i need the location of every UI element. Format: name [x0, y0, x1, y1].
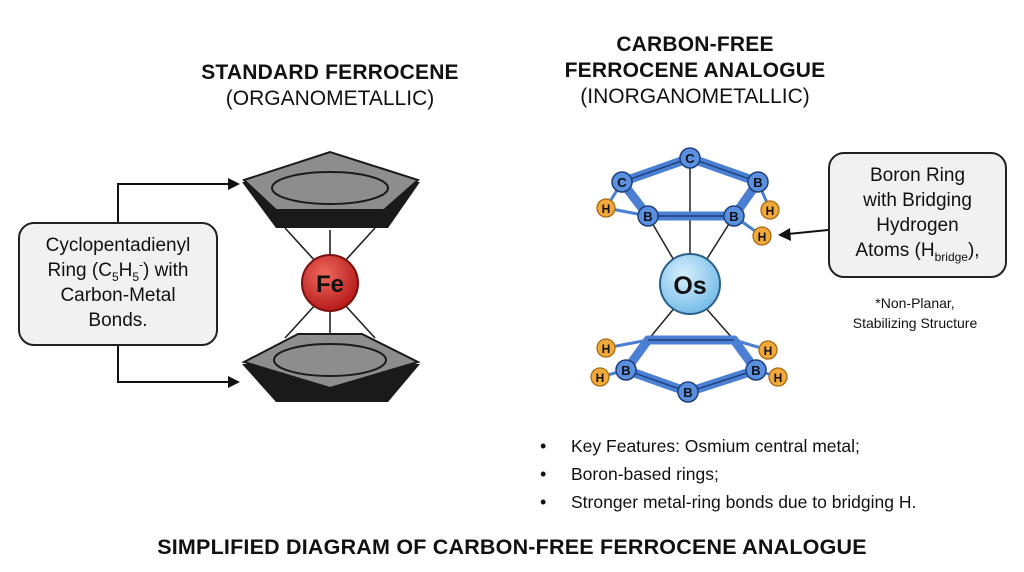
- formula-subscript: 5: [111, 269, 119, 284]
- boron-label: B: [729, 209, 738, 224]
- feature-item: Boron-based rings;: [540, 460, 1010, 488]
- hydrogen-label: H: [596, 371, 605, 385]
- boron-callout-arrow: [787, 229, 829, 235]
- heading-title: STANDARD FERROCENE: [201, 61, 459, 84]
- callout-arrows: [117, 183, 230, 383]
- boron-atom: [745, 359, 767, 381]
- note-line: *Non-Planar,: [875, 295, 955, 311]
- carbon-label: C: [617, 175, 627, 190]
- heading-title-line2: FERROCENE ANALOGUE: [564, 59, 826, 82]
- hydrogen-label: H: [602, 342, 611, 356]
- boron-ring-callout: Boron Ring with Bridging Hydrogen Atoms …: [828, 152, 1007, 278]
- carbon-free-analogue-heading: CARBON-FREE FERROCENE ANALOGUE (INORGANO…: [510, 32, 880, 110]
- callout-text: ),: [967, 240, 980, 261]
- boron-atom: [747, 171, 769, 193]
- callout-formula-line: Ring (C5H5-) with: [20, 258, 216, 283]
- hydrogen-atom: [596, 198, 616, 218]
- iron-label: Fe: [316, 271, 344, 298]
- hydrogen-label: H: [766, 204, 775, 218]
- heading-title-line1: CARBON-FREE: [616, 33, 774, 56]
- top-ring-atoms: C C B B B: [611, 147, 769, 227]
- callout-text: ) with: [143, 260, 189, 281]
- callout-line: with Bridging: [863, 190, 972, 211]
- callout-line: Hydrogen: [876, 215, 959, 236]
- callout-text: Atoms (H: [855, 240, 935, 261]
- callout-line: Carbon-Metal: [60, 285, 176, 306]
- callout-text: H: [118, 260, 133, 281]
- heading-subtitle: (ORGANOMETALLIC): [225, 87, 435, 110]
- carbon-label: C: [685, 151, 695, 166]
- formula-subscript: bridge: [934, 249, 968, 264]
- hydrogen-atom: [758, 340, 778, 360]
- boron-atom: [723, 205, 745, 227]
- boron-label: B: [643, 209, 652, 224]
- arrow-to-top-ring: [117, 183, 230, 222]
- hydrogen-atom: [760, 200, 780, 220]
- hydrogen-label: H: [602, 202, 611, 216]
- hydrogen-atoms: H H H H H H H: [590, 198, 788, 387]
- callout-formula-line: Atoms (Hbridge),: [830, 238, 1005, 263]
- callout-text: Ring (C: [47, 260, 112, 281]
- boron-atom: [677, 381, 699, 403]
- hydrogen-atom: [590, 367, 610, 387]
- boron-atom: [615, 359, 637, 381]
- formula-subscript: 5: [132, 269, 140, 284]
- structure-note: *Non-Planar, Stabilizing Structure: [820, 293, 1010, 333]
- cyclopentadienyl-ring-top: [242, 150, 420, 228]
- cyclopentadienyl-callout: Cyclopentadienyl Ring (C5H5-) with Carbo…: [18, 222, 218, 346]
- boron-callout-arrow-head: [778, 228, 791, 241]
- bottom-ring-atoms: B B B: [615, 359, 767, 403]
- callout-line: Cyclopentadienyl: [45, 235, 191, 256]
- note-line: Stabilizing Structure: [852, 315, 978, 331]
- standard-ferrocene-heading: STANDARD FERROCENE (ORGANOMETALLIC): [150, 60, 510, 112]
- osmium-analogue-structure: Os C C B B B B B B H H: [590, 147, 788, 403]
- boron-label: B: [753, 175, 762, 190]
- hydrogen-label: H: [774, 371, 783, 385]
- callout-line: Bonds.: [88, 310, 148, 331]
- arrow-head-bottom: [228, 376, 240, 388]
- carbon-atom: [679, 147, 701, 169]
- osmium-atom: [659, 253, 721, 315]
- boron-label: B: [621, 363, 630, 378]
- arrow-to-bottom-ring: [117, 346, 230, 383]
- hydrogen-label: H: [764, 344, 773, 358]
- boron-label: B: [751, 363, 760, 378]
- hydrogen-atom: [596, 338, 616, 358]
- hydrogen-label: H: [758, 230, 767, 244]
- callout-line: Boron Ring: [869, 165, 966, 186]
- hydrogen-atom: [768, 367, 788, 387]
- ferrocene-structure: Fe: [241, 150, 421, 402]
- carbon-atom: [611, 171, 633, 193]
- formula-superscript: -: [139, 257, 144, 272]
- boron-label: B: [683, 385, 692, 400]
- osmium-label: Os: [673, 272, 706, 300]
- cyclopentadienyl-ring-bottom: [241, 333, 421, 402]
- arrow-head-top: [228, 178, 240, 190]
- feature-item: Stronger metal-ring bonds due to bridgin…: [540, 488, 1010, 516]
- iron-atom: [301, 254, 359, 312]
- os-ring-bonds: [647, 160, 735, 341]
- diagram-title: SIMPLIFIED DIAGRAM OF CARBON-FREE FERROC…: [157, 535, 867, 559]
- feature-item: Key Features: Osmium central metal;: [540, 432, 1010, 460]
- boron-atom: [637, 205, 659, 227]
- heading-subtitle: (INORGANOMETALLIC): [580, 85, 810, 108]
- hydrogen-atom: [752, 226, 772, 246]
- key-features-list: Key Features: Osmium central metal; Boro…: [540, 432, 1010, 516]
